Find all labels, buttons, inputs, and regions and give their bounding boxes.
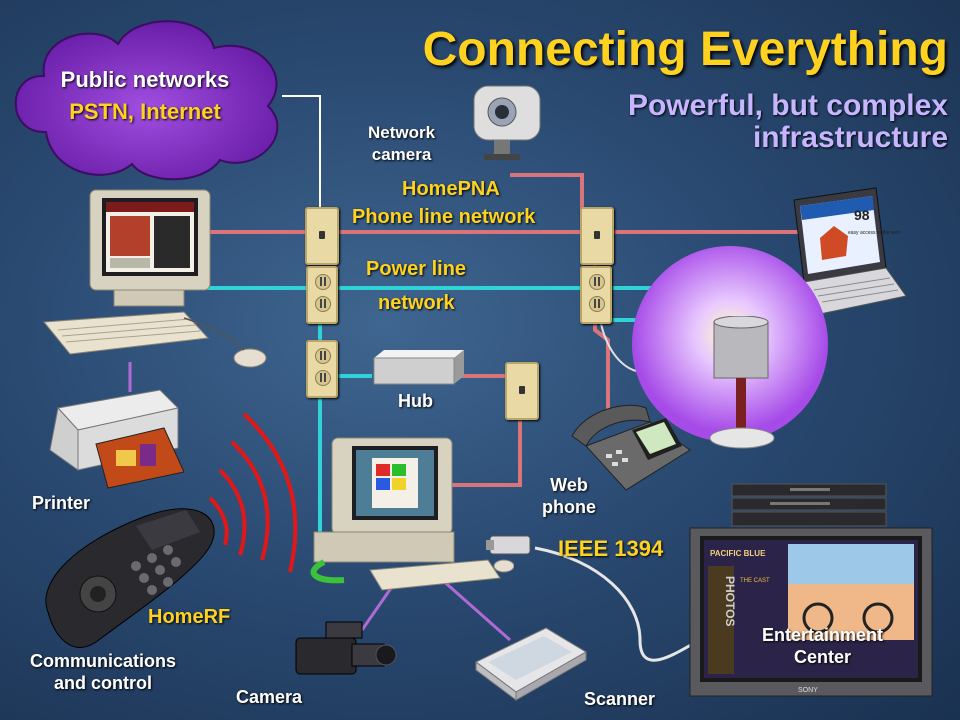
slide-subtitle: Powerful, but complex infrastructure xyxy=(628,90,948,154)
tv-brand-text: SONY xyxy=(798,687,818,694)
phone-line-network-label: Phone line network xyxy=(352,206,536,228)
homepna-label: HomePNA xyxy=(402,178,500,200)
web-phone-label-line2: phone xyxy=(542,497,596,517)
network-camera-device xyxy=(473,85,541,160)
network-camera-label: Network camera xyxy=(368,122,435,166)
tv-photos-text: PHOTOS xyxy=(723,576,737,626)
entertainment-label-line1: Entertainment xyxy=(762,625,884,645)
communications-label-line1: Communications xyxy=(30,651,177,671)
tv-header-text: PACIFIC BLUE xyxy=(710,549,766,558)
printer-label: Printer xyxy=(32,493,91,513)
ieee1394-cable xyxy=(534,546,701,662)
communications-label: Communications and control xyxy=(30,650,176,694)
network-camera-label-line2: camera xyxy=(371,145,432,164)
power-outlet-2 xyxy=(580,266,612,324)
homerf-label: HomeRF xyxy=(148,606,231,628)
tv-cast-text: THE CAST xyxy=(740,578,770,584)
entertainment-label-line2: Center xyxy=(794,647,852,667)
ieee1394-label: IEEE 1394 xyxy=(558,536,664,561)
communications-label-line2: and control xyxy=(54,673,152,693)
subtitle-line1: Powerful, but complex xyxy=(627,89,948,122)
desktop-computer-1 xyxy=(43,189,267,368)
cloud-line2: PSTN, Internet xyxy=(69,99,221,124)
power-outlet-3 xyxy=(306,340,338,398)
av-components-stack xyxy=(731,483,887,527)
hub-device xyxy=(373,350,464,385)
phone-jack-2 xyxy=(580,207,614,265)
lamp-device xyxy=(709,316,775,449)
internet-link-line xyxy=(282,95,321,212)
ieee1394-connector xyxy=(486,535,531,555)
scanner-device xyxy=(475,627,587,701)
phone-jack-1 xyxy=(305,207,339,265)
camera-label: Camera xyxy=(236,687,303,707)
laptop-badge: 98 xyxy=(854,207,870,223)
subtitle-line2: infrastructure xyxy=(752,121,948,154)
laptop-tagline: easy access to the web xyxy=(848,230,900,236)
network-camera-label-line1: Network xyxy=(368,123,436,142)
hub-label: Hub xyxy=(398,391,433,411)
television-device: PACIFIC BLUE THE CAST PHOTOS SONY xyxy=(689,527,933,697)
slide-title: Connecting Everything xyxy=(422,23,948,76)
power-line-label-line2: network xyxy=(378,292,455,314)
entertainment-center-label: Entertainment Center xyxy=(762,624,883,668)
laptop-computer: 98 easy access to the web xyxy=(793,187,907,315)
printer-device xyxy=(49,389,184,489)
desktop-computer-2 xyxy=(310,437,514,591)
remote-control-device xyxy=(45,508,215,648)
web-phone-label-line1: Web xyxy=(550,475,588,495)
web-phone-label: Web phone xyxy=(542,474,596,518)
power-outlet-1 xyxy=(306,266,338,324)
camcorder-device xyxy=(295,621,397,675)
cloud-label: Public networks PSTN, Internet xyxy=(20,64,270,128)
phone-jack-3 xyxy=(505,362,539,420)
public-networks-cloud xyxy=(14,20,279,181)
scanner-label: Scanner xyxy=(584,689,656,709)
cloud-line1: Public networks xyxy=(60,67,230,92)
homerf-waves xyxy=(208,412,298,573)
power-line-label-line1: Power line xyxy=(366,258,467,280)
web-phone-device xyxy=(571,404,691,491)
